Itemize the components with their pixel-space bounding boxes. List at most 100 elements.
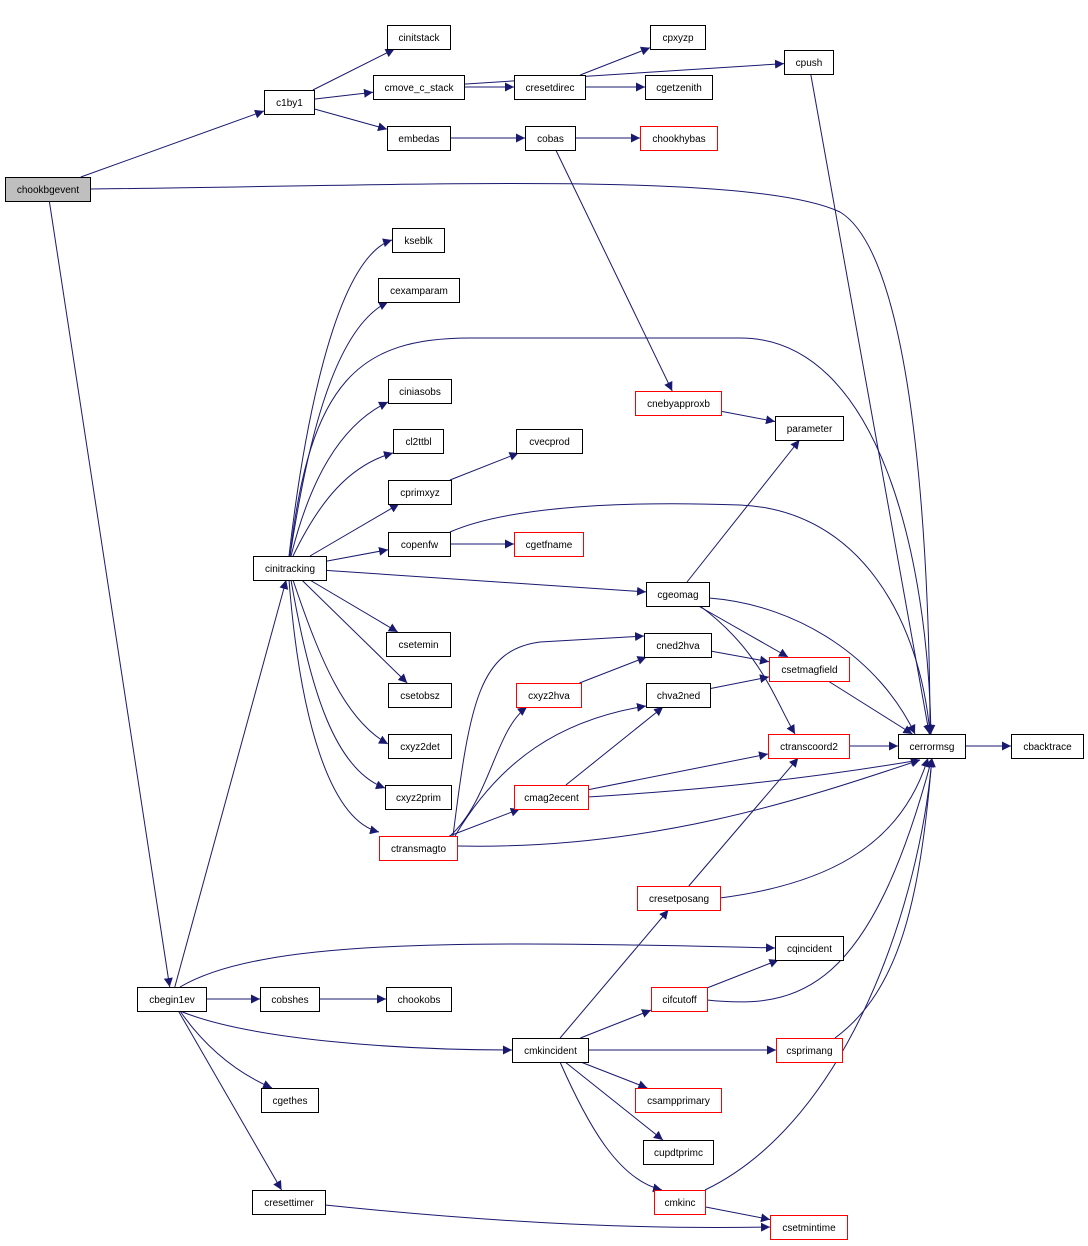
node-cresetdirec[interactable]: cresetdirec bbox=[514, 75, 586, 100]
node-label: cinitracking bbox=[265, 564, 315, 575]
node-label: cxyz2hva bbox=[528, 691, 570, 702]
node-box bbox=[898, 734, 966, 759]
node-copenfw[interactable]: copenfw bbox=[388, 532, 451, 557]
node-cmkinc[interactable]: cmkinc bbox=[654, 1190, 706, 1215]
node-chookobs[interactable]: chookobs bbox=[386, 987, 452, 1012]
node-label: cnebyapproxb bbox=[647, 399, 710, 410]
node-label: cresetdirec bbox=[526, 83, 575, 94]
node-label: cxyz2det bbox=[400, 742, 440, 753]
node-label: chookbgevent bbox=[17, 185, 79, 196]
edge-cbegin1ev-to-cgethes bbox=[179, 1010, 273, 1089]
edge-cmag2ecent-to-cerrormsg bbox=[587, 757, 921, 798]
node-cxyz2det[interactable]: cxyz2det bbox=[388, 734, 452, 759]
node-c1by1[interactable]: c1by1 bbox=[264, 90, 315, 115]
node-chva2ned[interactable]: chva2ned bbox=[646, 683, 711, 708]
edge-cmkincident-to-cifcutoff bbox=[580, 1009, 652, 1039]
edge-ctransmagto-to-cmag2ecent bbox=[449, 808, 520, 837]
node-label: cxyz2prim bbox=[396, 793, 441, 804]
node-csampprimary[interactable]: csampprimary bbox=[635, 1088, 722, 1113]
node-label: cpxyzp bbox=[662, 33, 694, 44]
node-cmkincident[interactable]: cmkincident bbox=[512, 1038, 589, 1063]
edge-cnebyapproxb-to-parameter bbox=[720, 410, 776, 425]
node-cgetzenith[interactable]: cgetzenith bbox=[645, 75, 713, 100]
node-csetobsz[interactable]: csetobsz bbox=[388, 683, 452, 708]
node-cpxyzp[interactable]: cpxyzp bbox=[650, 25, 706, 50]
edge-cinitracking-to-cxyz2prim bbox=[290, 579, 386, 790]
node-label: embedas bbox=[398, 134, 439, 145]
node-cupdtprimc[interactable]: cupdtprimc bbox=[643, 1140, 714, 1165]
node-label: csetemin bbox=[398, 640, 438, 651]
edge-cifcutoff-to-cerrormsg bbox=[706, 757, 935, 1003]
node-cpush[interactable]: cpush bbox=[784, 50, 834, 75]
node-box bbox=[392, 228, 445, 253]
node-cl2ttbl[interactable]: cl2ttbl bbox=[393, 429, 444, 454]
node-embedas[interactable]: embedas bbox=[387, 126, 451, 151]
node-box bbox=[769, 657, 850, 682]
node-parameter[interactable]: parameter bbox=[775, 416, 844, 441]
node-label: c1by1 bbox=[276, 98, 303, 109]
node-label: cobshes bbox=[271, 995, 308, 1006]
edge-cresetposang-to-cerrormsg bbox=[719, 757, 930, 899]
node-csprimang[interactable]: csprimang bbox=[776, 1038, 843, 1063]
node-cnebyapproxb[interactable]: cnebyapproxb bbox=[635, 391, 722, 416]
node-box bbox=[514, 785, 589, 810]
node-cobshes[interactable]: cobshes bbox=[260, 987, 320, 1012]
node-label: cresetposang bbox=[649, 894, 709, 905]
node-cerrormsg[interactable]: cerrormsg bbox=[898, 734, 966, 759]
node-cqincident[interactable]: cqincident bbox=[775, 936, 844, 961]
node-cxyz2hva[interactable]: cxyz2hva bbox=[516, 683, 582, 708]
node-cprimxyz[interactable]: cprimxyz bbox=[388, 480, 452, 505]
node-chookbgevent[interactable]: chookbgevent bbox=[5, 177, 91, 202]
node-cresetposang[interactable]: cresetposang bbox=[637, 886, 721, 911]
edge-cmkinc-to-csetmintime bbox=[704, 1206, 771, 1223]
node-cmag2ecent[interactable]: cmag2ecent bbox=[514, 785, 589, 810]
edge-cgeomag-to-cerrormsg bbox=[708, 597, 916, 735]
node-label: chookobs bbox=[398, 995, 441, 1006]
edge-cresetposang-to-ctranscoord2 bbox=[688, 757, 799, 887]
node-csetmagfield[interactable]: csetmagfield bbox=[769, 657, 850, 682]
edge-copenfw-to-cerrormsg bbox=[449, 503, 934, 735]
node-label: ciniasobs bbox=[399, 387, 441, 398]
edge-cxyz2hva-to-cned2hva bbox=[579, 656, 647, 684]
node-label: copenfw bbox=[401, 540, 439, 551]
node-cinitstack[interactable]: cinitstack bbox=[387, 25, 451, 50]
node-cinitracking[interactable]: cinitracking bbox=[253, 556, 327, 581]
node-cgetfname[interactable]: cgetfname bbox=[514, 532, 584, 557]
node-cobas[interactable]: cobas bbox=[525, 126, 576, 151]
node-csetemin[interactable]: csetemin bbox=[386, 632, 451, 657]
edge-cinitracking-to-cgeomag bbox=[325, 569, 647, 596]
node-cifcutoff[interactable]: cifcutoff bbox=[651, 987, 708, 1012]
node-cmove_c_stack[interactable]: cmove_c_stack bbox=[373, 75, 465, 100]
node-cxyz2prim[interactable]: cxyz2prim bbox=[385, 785, 452, 810]
node-ctranscoord2[interactable]: ctranscoord2 bbox=[768, 734, 850, 759]
node-box bbox=[643, 1140, 714, 1165]
node-kseblk[interactable]: kseblk bbox=[392, 228, 445, 253]
node-cvecprod[interactable]: cvecprod bbox=[516, 429, 583, 454]
node-cexamparam[interactable]: cexamparam bbox=[378, 278, 460, 303]
node-ctransmagto[interactable]: ctransmagto bbox=[379, 836, 458, 861]
edge-c1by1-to-embedas bbox=[313, 108, 388, 132]
node-box bbox=[775, 416, 844, 441]
node-box bbox=[393, 429, 444, 454]
node-cresettimer[interactable]: cresettimer bbox=[252, 1190, 326, 1215]
node-label: cmkincident bbox=[524, 1046, 577, 1057]
node-cgeomag[interactable]: cgeomag bbox=[646, 582, 710, 607]
edge-cmag2ecent-to-ctranscoord2 bbox=[587, 751, 769, 791]
node-chookhybas[interactable]: chookhybas bbox=[640, 126, 718, 151]
node-box bbox=[784, 50, 834, 75]
node-label: cupdtprimc bbox=[654, 1148, 703, 1159]
node-ciniasobs[interactable]: ciniasobs bbox=[388, 379, 452, 404]
node-label: cmove_c_stack bbox=[385, 83, 455, 94]
node-cgethes[interactable]: cgethes bbox=[261, 1088, 319, 1113]
node-label: cgeomag bbox=[657, 590, 698, 601]
node-cbegin1ev[interactable]: cbegin1ev bbox=[137, 987, 207, 1012]
node-box bbox=[637, 886, 721, 911]
node-label: cerrormsg bbox=[909, 742, 954, 753]
node-cned2hva[interactable]: cned2hva bbox=[644, 633, 712, 658]
node-box bbox=[388, 683, 452, 708]
node-box bbox=[388, 734, 452, 759]
node-cbacktrace[interactable]: cbacktrace bbox=[1011, 734, 1084, 759]
node-csetmintime[interactable]: csetmintime bbox=[770, 1215, 848, 1240]
node-box bbox=[373, 75, 465, 100]
edge-cbegin1ev-to-cresettimer bbox=[177, 1010, 283, 1191]
